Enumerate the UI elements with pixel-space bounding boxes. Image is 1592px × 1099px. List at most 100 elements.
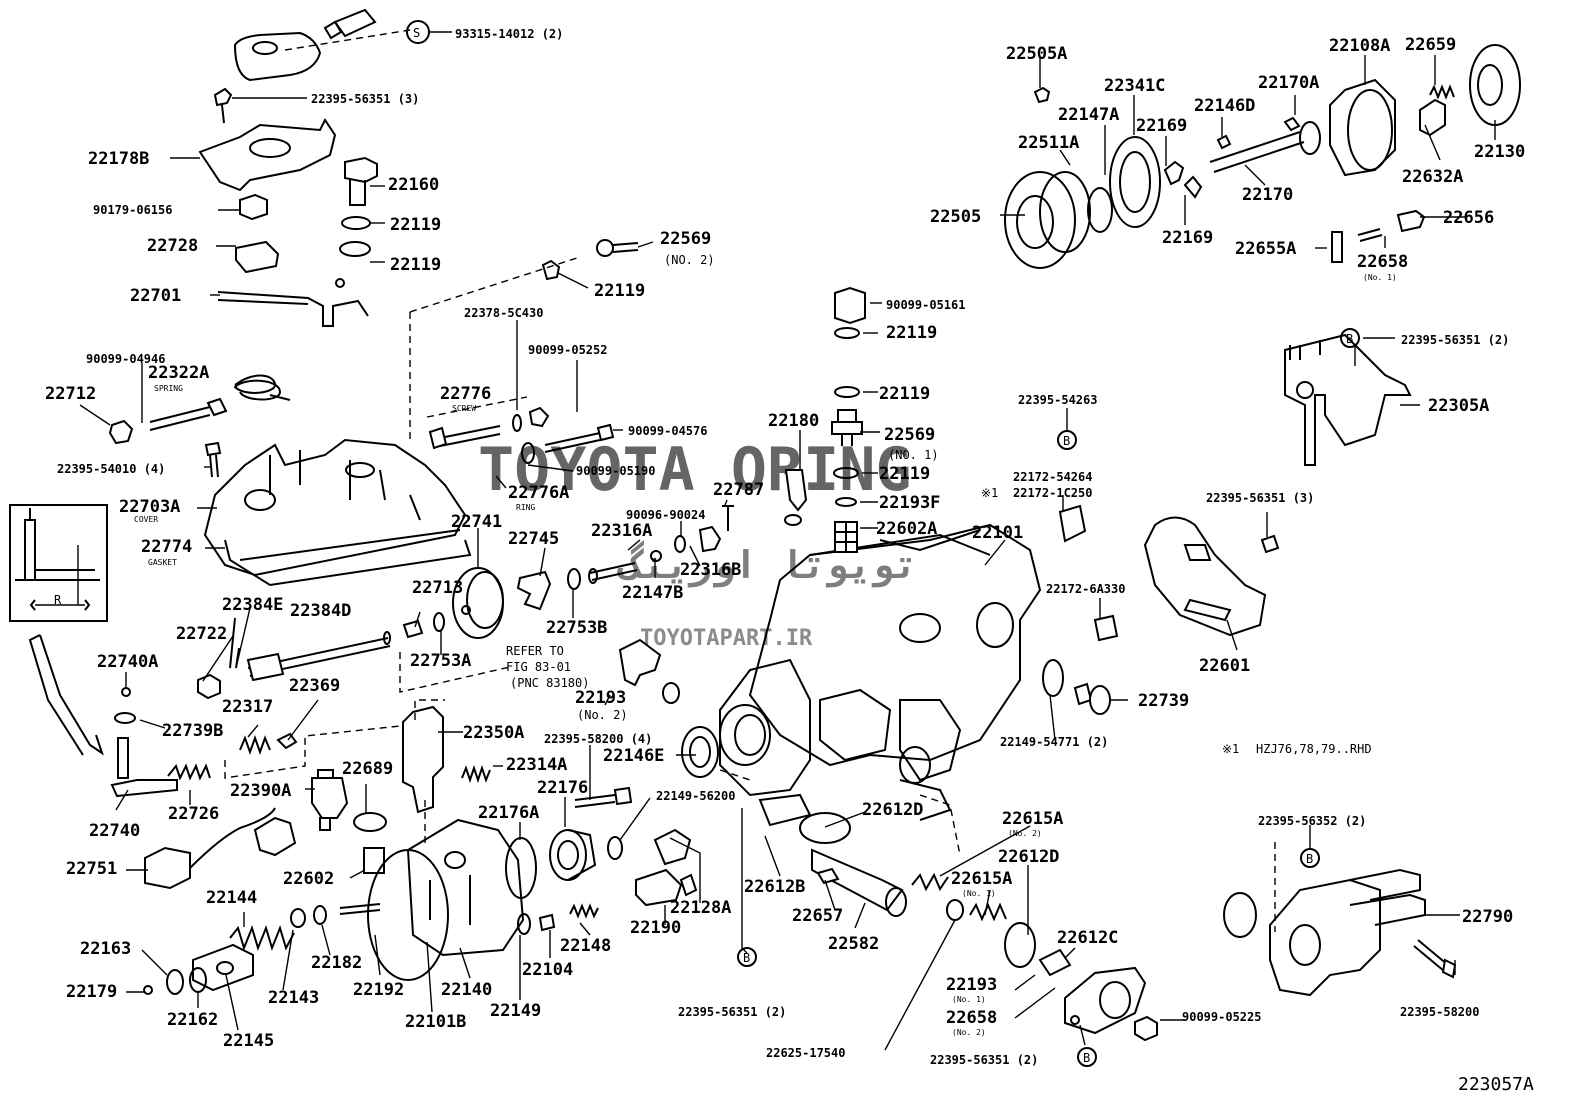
svg-text:B: B	[743, 951, 750, 965]
label-c44: 22395-58200 (4)	[544, 732, 652, 746]
label-c131: 22395-58200	[1400, 1005, 1479, 1019]
oring-22119-a	[341, 216, 371, 230]
label-c114: (No. 2)	[1008, 829, 1042, 838]
switch-22390A	[311, 769, 349, 831]
label-c5: 90179-06156	[93, 203, 172, 217]
nut-22712	[108, 419, 134, 445]
label-c22: 22776A	[508, 483, 569, 503]
label-c66: 22192	[353, 980, 404, 1000]
bracket-22178B	[198, 118, 337, 192]
label-refer3: (PNC 83180)	[510, 676, 589, 690]
governor-22108A	[1329, 78, 1396, 177]
filter-22602A	[834, 521, 858, 553]
label-c8: 22119	[390, 255, 441, 275]
part-22176	[549, 829, 597, 881]
watermark-main: TOYOTA ORING	[478, 435, 911, 505]
label-c76: 22170A	[1258, 73, 1319, 93]
label-c52: 22176	[537, 778, 588, 798]
spring-22148	[569, 903, 599, 919]
plate-22145	[192, 943, 254, 992]
label-c42: 22193	[575, 688, 626, 708]
label-c89: (No. 1)	[1363, 273, 1397, 282]
label-c113: 22615A	[1002, 809, 1063, 829]
spring-22615A-no2	[911, 872, 949, 892]
part-22193-no1	[1038, 948, 1072, 977]
washer-22753B	[567, 568, 581, 590]
label-c20: 22395-54010 (4)	[57, 462, 165, 476]
label-c88: 22658	[1357, 252, 1408, 272]
label-c93: 22305A	[1428, 396, 1489, 416]
part-22740A	[121, 687, 131, 697]
label-c108: 22739	[1138, 691, 1189, 711]
label-note-mark-2: ※1	[1222, 742, 1239, 756]
label-c81: 22130	[1474, 142, 1525, 162]
label-c57: 22128A	[670, 898, 731, 918]
label-c95: 22180	[768, 411, 819, 431]
bolt-22104	[538, 913, 556, 932]
label-gasket: GASKET	[148, 558, 177, 567]
label-c106: 22172-6A330	[1046, 582, 1125, 596]
pin-22658-no1	[1357, 228, 1383, 242]
part-22179	[143, 985, 153, 995]
washer-22163	[166, 969, 184, 995]
label-c16: 22322A	[148, 363, 209, 383]
label-c104: 22395-56351 (3)	[1206, 491, 1314, 505]
label-c14: 90099-05252	[528, 343, 607, 357]
label-c64: 22143	[268, 988, 319, 1008]
label-c18: 22776	[440, 384, 491, 404]
label-c38: 22740A	[97, 652, 158, 672]
part-90096-90024	[674, 535, 686, 553]
coupling-22341C	[1109, 136, 1161, 228]
label-c51: 22740	[89, 821, 140, 841]
label-c55: 22751	[66, 859, 117, 879]
label-c29: 90096-90024	[626, 508, 705, 522]
label-c59: 22144	[206, 888, 257, 908]
marker-b-4: B	[1077, 1047, 1097, 1067]
spring-22322A	[233, 374, 291, 401]
gasket-22140	[367, 849, 449, 981]
bolt-90099-04576	[544, 423, 615, 453]
key-22169-a	[1163, 160, 1185, 186]
pulley-22505	[1004, 171, 1091, 269]
fitting-refer	[618, 638, 680, 704]
label-c119: 22582	[828, 934, 879, 954]
label-c7: 22728	[147, 236, 198, 256]
washer-22790	[1223, 892, 1257, 938]
label-c68: 22140	[441, 980, 492, 1000]
label-c111: 22612D	[862, 800, 923, 820]
label-c19: 90099-04576	[628, 424, 707, 438]
label-refer1: REFER TO	[506, 644, 564, 658]
washer-22753A	[433, 612, 445, 632]
label-c102: 22172-54264	[1013, 470, 1092, 484]
lever-22350A	[402, 705, 444, 814]
marker-b-2: B	[1057, 430, 1077, 450]
washer-22149	[517, 913, 531, 935]
label-c91: 22119	[886, 323, 937, 343]
oring-22193F	[835, 497, 857, 507]
gasket-22149-54771	[1042, 659, 1064, 697]
label-c101: 22395-54263	[1018, 393, 1097, 407]
svg-text:B: B	[1306, 852, 1313, 866]
label-c17: 22712	[45, 384, 96, 404]
watermark-site: TOYOTAPART.IR	[640, 626, 813, 651]
oring-22119-c	[834, 327, 860, 339]
label-c83: 22170	[1242, 185, 1293, 205]
washer-22143	[290, 908, 306, 928]
svg-text:B: B	[1083, 1051, 1090, 1065]
nut-90179-06156	[239, 193, 268, 221]
label-c31: 22147B	[622, 583, 683, 603]
label-c34: 22713	[412, 578, 463, 598]
pump-body-22101	[719, 523, 1042, 827]
label-c77: 22147A	[1058, 105, 1119, 125]
label-c37: 22753A	[410, 651, 471, 671]
label-c25: 22741	[451, 512, 502, 532]
leader-lines	[79, 29, 1496, 1051]
part-22656	[1396, 209, 1426, 233]
bolt-22505A	[1033, 86, 1051, 104]
label-c109: 22149-54771 (2)	[1000, 735, 1108, 749]
screw-22395-56351	[213, 87, 233, 124]
pin-22655A	[1331, 231, 1343, 263]
valve-22569-no1	[831, 409, 863, 446]
label-c103: 22172-1C250	[1013, 486, 1092, 500]
